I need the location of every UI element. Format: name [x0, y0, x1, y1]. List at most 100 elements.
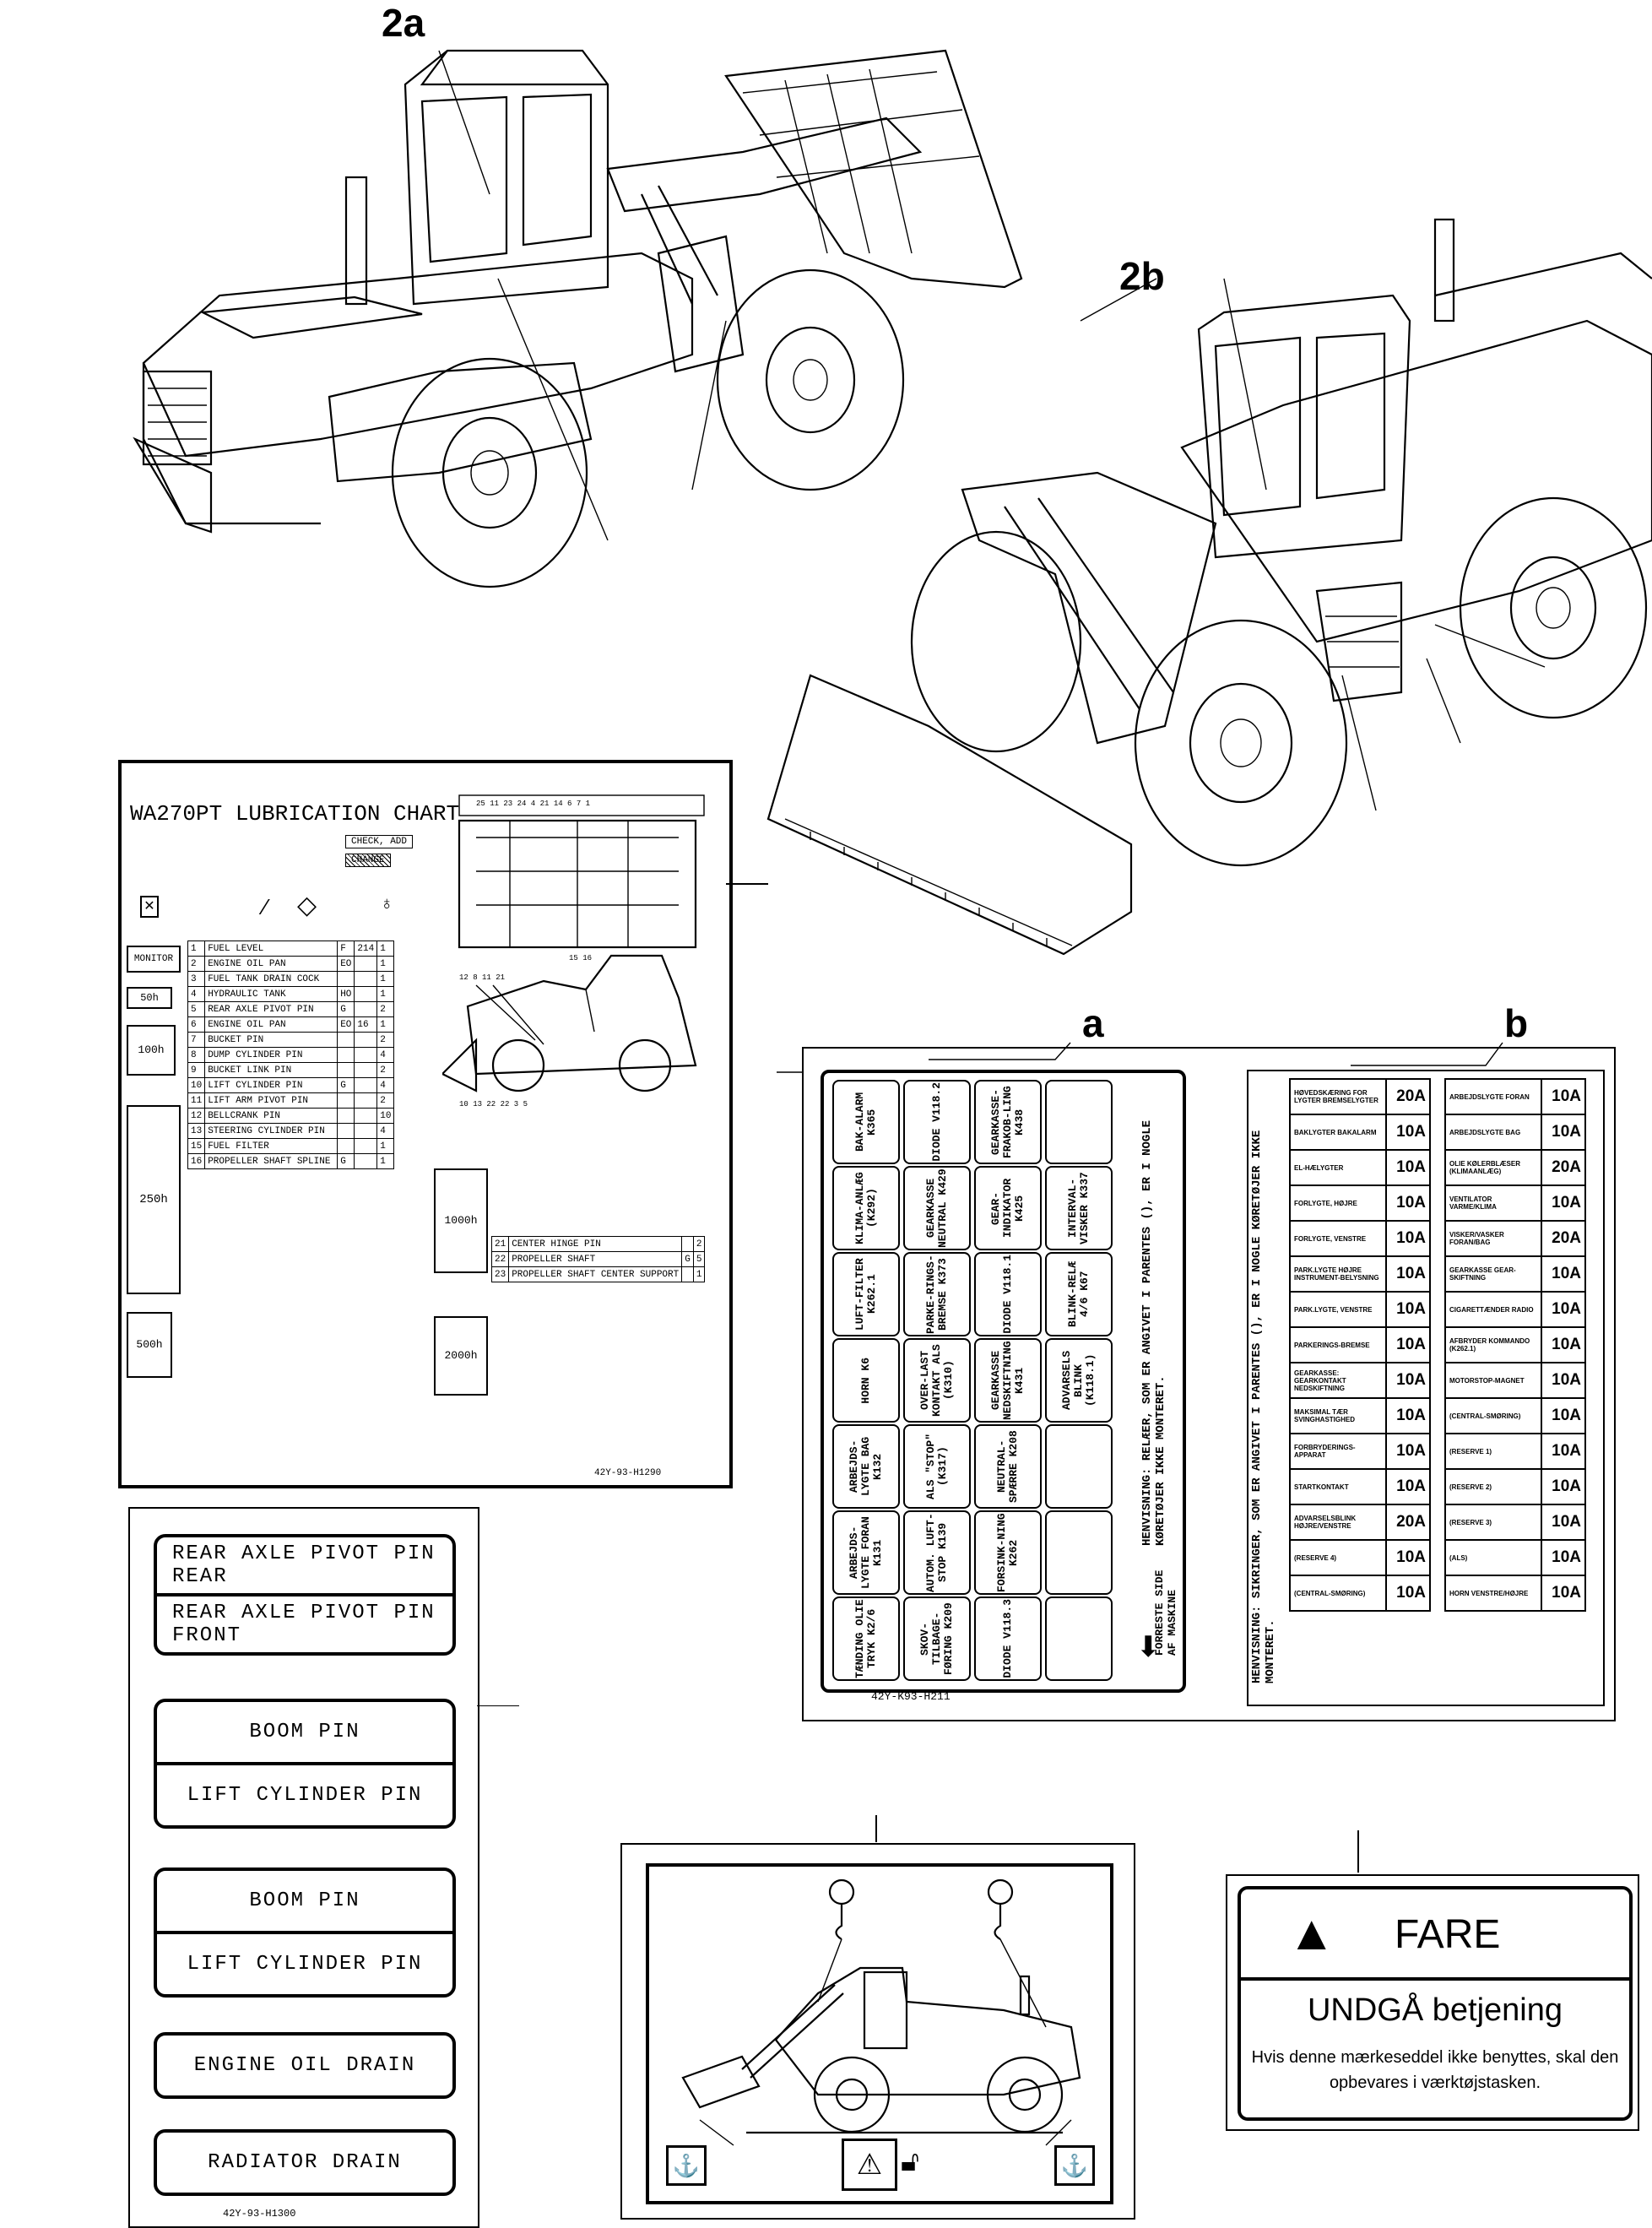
lubrication-cell-pts: 2 [692, 1236, 706, 1252]
lubrication-icon-row: ✕ ⁄ ◇ ♁ [137, 886, 441, 936]
lubrication-cell-oil [337, 1138, 355, 1154]
lubrication-cell-name: CENTER HINGE PIN [508, 1236, 683, 1252]
fuse-amperage: 10A [1385, 1397, 1431, 1434]
relay-label: DIODE V118.1 [1001, 1255, 1014, 1334]
relay-cell: DIODE V118.1 [974, 1252, 1042, 1336]
lubrication-cell-name: PROPELLER SHAFT CENTER SUPPORT [508, 1266, 683, 1282]
fuse-amperage: 10A [1385, 1433, 1431, 1470]
lubrication-cell-name: FUEL FILTER [204, 1138, 339, 1154]
lubrication-machine-diagram: 25 11 23 24 4 21 14 6 7 1 15 16 12 8 11 … [442, 794, 705, 1109]
svg-text:15 16: 15 16 [569, 954, 592, 962]
relay-cell: GEARKASSE NEUTRAL K429 [903, 1166, 971, 1250]
relay-label: KLIMA-ANLÆG (K292) [853, 1172, 878, 1244]
danger-label: ▲ FARE UNDGÅ betjening Hvis denne mærkes… [1226, 1874, 1639, 2131]
fuse-label: (RESERVE 4) [1289, 1539, 1387, 1576]
lubrication-cell-pts: 1 [376, 1153, 395, 1169]
lubrication-cell-qty [354, 1108, 378, 1124]
lubrication-cell-qty [354, 1123, 378, 1139]
relay-cell [1045, 1596, 1113, 1681]
fuse-amperage: 10A [1385, 1468, 1431, 1505]
check-add-label: CHECK, ADD [345, 835, 414, 848]
fuse-amperage: 10A [1385, 1539, 1431, 1576]
relay-label: DIODE V118.3 [1001, 1599, 1014, 1678]
fuse-amperage: 10A [1541, 1078, 1586, 1115]
relay-cell: DIODE V118.3 [974, 1596, 1042, 1681]
grease-gun-icon: ⁄ [263, 894, 268, 919]
fuse-label: MAKSIMAL TÆR SVINGHASTIGHED [1289, 1397, 1387, 1434]
relay-label: SKOV-TILBAGE-FØRING K209 [918, 1602, 955, 1675]
fuse-label: (CENTRAL-SMØRING) [1289, 1575, 1387, 1612]
tie-down-icon-right: ⚓ [1054, 2145, 1095, 2186]
fuse-label: HORN VENSTRE/HØJRE [1444, 1575, 1542, 1612]
lubrication-cell-name: PROPELLER SHAFT [508, 1251, 683, 1267]
fuse-note: HENVISNING: SIKRINGER, SOM ER ANGIVET I … [1250, 1130, 1277, 1683]
fuse-label: GEARKASSE: GEARKONTAKT NEDSKIFTNING [1289, 1362, 1387, 1399]
fuse-block: HENVISNING: SIKRINGER, SOM ER ANGIVET I … [1247, 1070, 1605, 1706]
fuse-label: BAKLYGTER BAKALARM [1289, 1114, 1387, 1151]
interval-50h: 50h [127, 987, 172, 1009]
lubrication-chart-title: WA270PT LUBRICATION CHART [130, 801, 460, 827]
fuse-leaders [777, 1042, 1503, 1073]
lubrication-cell-no: 15 [187, 1138, 206, 1154]
fuse-label: MOTORSTOP-MAGNET [1444, 1362, 1542, 1399]
fuse-label: VENTILATOR VARME/KLIMA [1444, 1184, 1542, 1222]
callout-2b: 2b [1119, 254, 1165, 298]
fuse-amperage: 10A [1385, 1220, 1431, 1257]
fuse-amperage: 20A [1385, 1078, 1431, 1115]
lubrication-cell-qty [354, 1153, 378, 1169]
svg-text:25 11 23 24 4 21 14 6 7 1: 25 11 23 24 4 21 14 6 7 1 [476, 800, 590, 808]
relay-cell: ARBEJDS-LYGTE BAG K132 [832, 1424, 900, 1509]
svg-text:10 13 22 22 3 5: 10 13 22 22 3 5 [459, 1100, 528, 1109]
fuse-row: (RESERVE 2)10A [1444, 1468, 1586, 1505]
relay-cell [1045, 1080, 1113, 1164]
fuse-label: GEARKASSE GEAR-SKIFTNING [1444, 1255, 1542, 1293]
lifting-label-frame: ⚓ ⚠ 🔓︎ ⚓ [646, 1863, 1113, 2204]
interval-250h: 250h [127, 1105, 181, 1294]
lubrication-cell-pts: 4 [376, 1123, 395, 1139]
boom-lift-tag-2: BOOM PIN LIFT CYLINDER PIN [154, 1868, 456, 1998]
fuse-amperage: 10A [1541, 1504, 1586, 1541]
relay-cell: FORSINK-NING K262 [974, 1510, 1042, 1595]
fuse-panel-part-number: 42Y-K93-H211 [871, 1690, 951, 1703]
lubrication-cell-name: BUCKET LINK PIN [204, 1062, 339, 1078]
fuse-label: STARTKONTAKT [1289, 1468, 1387, 1505]
lubrication-cell-no: 21 [490, 1236, 510, 1252]
pin-labels-part-number: 42Y-93-H1300 [223, 2208, 296, 2220]
oil-can-icon: ◇ [297, 892, 317, 919]
fuse-label: (RESERVE 3) [1444, 1504, 1542, 1541]
fuse-amperage: 10A [1541, 1291, 1586, 1328]
interval-1000h: 1000h [434, 1168, 488, 1273]
radiator-drain-tag: RADIATOR DRAIN [154, 2129, 456, 2196]
lubrication-cell-pts: 1 [376, 1138, 395, 1154]
lubrication-cell-name: LIFT CYLINDER PIN [204, 1077, 339, 1093]
warning-crush-icon: ⚠ [842, 2139, 897, 2191]
relay-cell: DIODE V118.2 [903, 1080, 971, 1164]
relay-label: NEUTRAL-SPÆRRE K208 [995, 1430, 1020, 1503]
fuse-row: AFBRYDER KOMMANDO (K262.1)10A [1444, 1326, 1586, 1363]
relay-cell: OVER-LAST KONTAKT ALS (K310) [903, 1338, 971, 1423]
fuse-label: VISKER/VASKER FORAN/BAG [1444, 1220, 1542, 1257]
relay-cell: AUTOM. LUFT-STOP K139 [903, 1510, 971, 1595]
lubrication-cell-no: 10 [187, 1077, 206, 1093]
relay-label: HORN K6 [859, 1357, 872, 1404]
lubrication-cell-qty [354, 1138, 378, 1154]
relay-label: OVER-LAST KONTAKT ALS (K310) [918, 1344, 955, 1417]
fuse-label: OLIE KØLERBLÆSER (KLIMAANLÆG) [1444, 1149, 1542, 1186]
fuse-amperage: 10A [1541, 1326, 1586, 1363]
fuse-amperage: 10A [1385, 1291, 1431, 1328]
fuse-label: (ALS) [1444, 1539, 1542, 1576]
fuse-amperage: 10A [1385, 1114, 1431, 1151]
danger-subtitle: UNDGÅ betjening [1307, 1992, 1563, 2028]
loader-illustrations [133, 49, 1652, 956]
boom-lift-tag-1: BOOM PIN LIFT CYLINDER PIN [154, 1699, 456, 1829]
